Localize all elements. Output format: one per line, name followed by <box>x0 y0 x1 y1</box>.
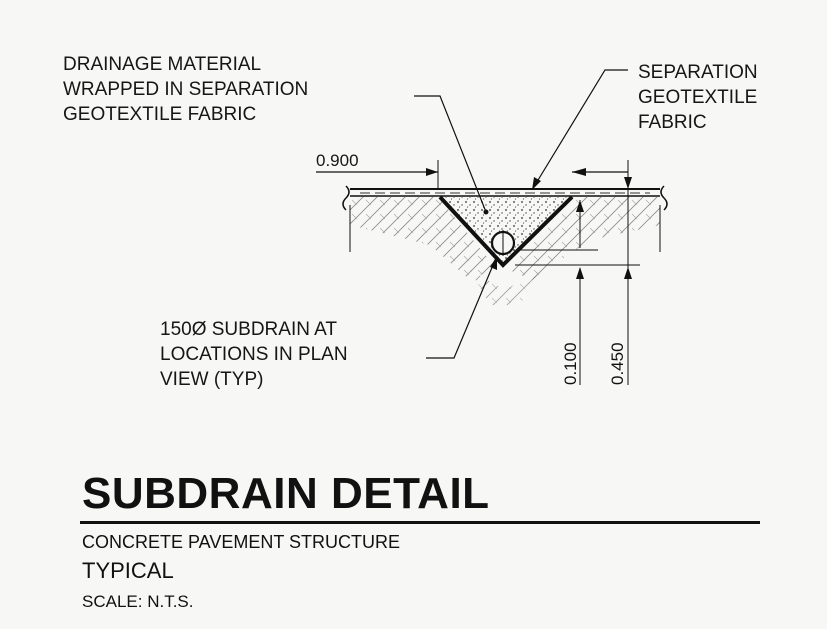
leader-separation <box>531 69 628 191</box>
soil-hatch-left <box>350 197 496 280</box>
drawing-title: SUBDRAIN DETAIL <box>82 469 490 518</box>
break-mark-right <box>660 185 668 211</box>
pipe-depth-dimension: 0.100 <box>561 342 580 385</box>
drainage-material <box>440 197 572 265</box>
drawing-scale: SCALE: N.T.S. <box>82 592 194 611</box>
leader-drainage <box>414 95 487 213</box>
trench-outline <box>438 195 574 268</box>
drawing-typical-label: TYPICAL <box>82 558 174 583</box>
soil-hatch-right <box>505 197 660 280</box>
drawing-subtitle: CONCRETE PAVEMENT STRUCTURE <box>82 532 401 552</box>
separation-geotextile-note: SEPARATION GEOTEXTILE FABRIC <box>638 62 758 133</box>
leader-subdrain <box>426 257 497 359</box>
drainage-material-note: DRAINAGE MATERIAL WRAPPED IN SEPARATION … <box>63 54 309 125</box>
top-width-dimension: 0.900 <box>316 151 359 170</box>
trench-depth-dimension: 0.450 <box>608 342 627 385</box>
subdrain-note: 150Ø SUBDRAIN AT LOCATIONS IN PLAN VIEW … <box>160 319 348 390</box>
soil-hatch-bottom <box>470 270 540 305</box>
title-underline <box>80 521 760 524</box>
break-mark-left <box>342 185 350 211</box>
